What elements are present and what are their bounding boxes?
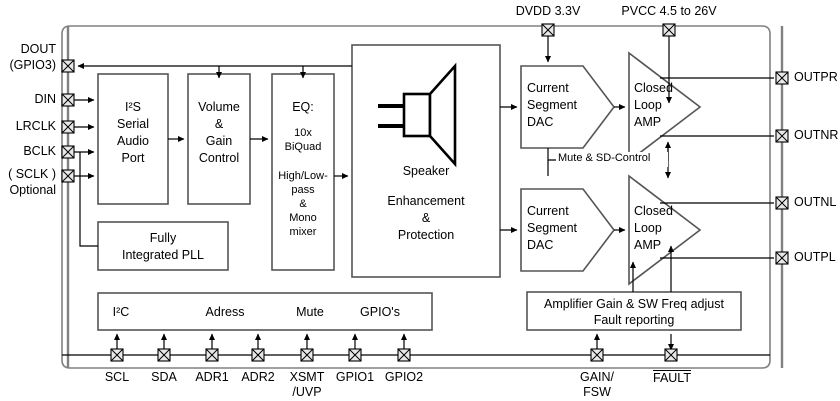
block-amp-bottom-line-1: Loop: [634, 221, 662, 235]
pin-symbol-gpio1: [348, 348, 362, 362]
block-speaker-line-2: Protection: [397, 228, 455, 242]
pin-label-sda: SDA: [151, 370, 177, 384]
pin-label-adr2: ADR2: [241, 370, 275, 384]
block-amp-top-line-1: Loop: [634, 98, 662, 112]
block-gain-fault-line-1: Fault reporting: [593, 313, 675, 327]
block-dac-top-line-2: DAC: [527, 115, 554, 129]
pin-symbol-bclk: [61, 145, 75, 159]
pin-label-sclk: ( SCLK ): [8, 167, 56, 181]
control-header-gpios: GPIO's: [360, 305, 400, 319]
block-volume-line-1: &: [214, 117, 224, 131]
annotation-mute-sd-control: Mute & SD-Control: [558, 152, 651, 164]
block-eq-g2-3: Mono: [289, 212, 317, 224]
pin-symbol-xsmt: [300, 348, 314, 362]
pin-label-gpio2: GPIO2: [384, 370, 424, 384]
pin-label-sclk-sub: Optional: [9, 183, 56, 197]
pin-label-bclk: BCLK: [23, 144, 56, 158]
block-dac-bottom-line-0: Current: [527, 204, 569, 218]
block-gain-fault-line-0: Amplifier Gain & SW Freq adjust: [544, 297, 724, 311]
block-outlines: [97, 44, 742, 331]
device-outline: [61, 25, 771, 369]
pin-symbol-lrclk: [61, 120, 75, 134]
block-amp-top-line-0: Closed: [634, 81, 673, 95]
pvcc-supply-label: PVCC 4.5 to 26V: [621, 4, 717, 18]
pin-symbol-din: [61, 93, 75, 107]
pin-symbol-outnr: [775, 129, 789, 143]
pin-symbol-gpio2: [397, 348, 411, 362]
block-dac-top-line-1: Segment: [527, 98, 578, 112]
pin-symbol-adr1: [205, 348, 219, 362]
block-i2s-line-1: Serial: [117, 117, 149, 131]
block-dac-top-line-0: Current: [527, 81, 569, 95]
pin-label-fsw: FSW: [583, 385, 611, 399]
pin-symbol-outpr: [775, 71, 789, 85]
pin-label-outnr: OUTNR: [794, 128, 839, 142]
control-header-address: Adress: [205, 305, 245, 319]
block-eq-g2-4: mixer: [289, 226, 317, 238]
pin-symbol-outnl: [775, 196, 789, 210]
block-volume-line-2: Gain: [205, 134, 233, 148]
block-eq-g2-0: High/Low-: [278, 170, 328, 182]
block-amp-bottom-line-0: Closed: [634, 204, 673, 218]
block-dac-bottom-line-1: Segment: [527, 221, 578, 235]
pin-symbol-gain-fsw: [590, 348, 604, 362]
pin-label-adr1: ADR1: [195, 370, 229, 384]
block-dac-bottom-line-2: DAC: [527, 238, 554, 252]
block-eq-g2-2: &: [299, 198, 307, 210]
dvdd-supply-label: DVDD 3.3V: [515, 4, 581, 18]
pin-label-lrclk: LRCLK: [15, 119, 56, 133]
pin-symbol-adr2: [251, 348, 265, 362]
pin-symbol-outpl: [775, 251, 789, 265]
annotation-label-backing: [556, 152, 668, 167]
control-header-mute: Mute: [296, 305, 324, 319]
block-speaker-line-1: &: [421, 211, 431, 225]
pin-label-outpl: OUTPL: [794, 250, 836, 264]
pin-label-fault-wrap: FAULT: [643, 370, 701, 385]
pin-symbol-sclk: [61, 169, 75, 183]
dac-outlines: [520, 65, 616, 272]
block-i2s-line-2: Audio: [117, 134, 149, 148]
pin-label-outpr: OUTPR: [794, 70, 838, 84]
block-amp-top-line-2: AMP: [634, 115, 662, 129]
block-speaker-line-0: Enhancement: [387, 194, 465, 208]
block-volume-line-3: Control: [198, 151, 240, 165]
block-pll-line-0: Fully: [149, 231, 177, 245]
control-header-i2c: I²C: [112, 305, 130, 319]
pin-symbol-fault: [664, 348, 678, 362]
pin-symbol-pvcc: [662, 23, 676, 37]
block-eq-heading: EQ:: [292, 100, 314, 114]
block-i2s-line-0: I²S: [125, 100, 141, 114]
pin-label-fault: FAULT: [653, 370, 691, 385]
block-volume-line-0: Volume: [198, 100, 240, 114]
pin-symbol-dvdd: [541, 23, 555, 37]
pin-symbols: [61, 23, 789, 362]
pin-label-dout-sub: (GPIO3): [9, 58, 56, 72]
pin-symbol-scl: [110, 348, 124, 362]
pin-label-din: DIN: [34, 92, 56, 106]
pin-symbol-sda: [157, 348, 171, 362]
pin-label-xsmt-sub: /UVP: [292, 385, 322, 399]
pin-label-xsmt: XSMT: [289, 370, 325, 384]
block-amp-bottom-line-2: AMP: [634, 238, 662, 252]
pin-label-scl: SCL: [104, 370, 130, 384]
block-pll-line-1: Integrated PLL: [121, 248, 204, 262]
pin-symbol-dout: [61, 59, 75, 73]
block-i2s-line-3: Port: [121, 151, 145, 165]
pin-label-outnl: OUTNL: [794, 195, 837, 209]
block-eq-g1-1: BiQuad: [284, 141, 322, 153]
pin-label-gpio1: GPIO1: [335, 370, 375, 384]
block-speaker-caption: Speaker: [402, 164, 450, 178]
block-eq-g2-1: pass: [291, 184, 315, 196]
pin-label-gain: GAIN/: [579, 370, 615, 384]
block-eq-g1-0: 10x: [294, 127, 312, 139]
speaker-icon: [378, 62, 457, 168]
pin-label-dout: DOUT: [20, 42, 56, 56]
